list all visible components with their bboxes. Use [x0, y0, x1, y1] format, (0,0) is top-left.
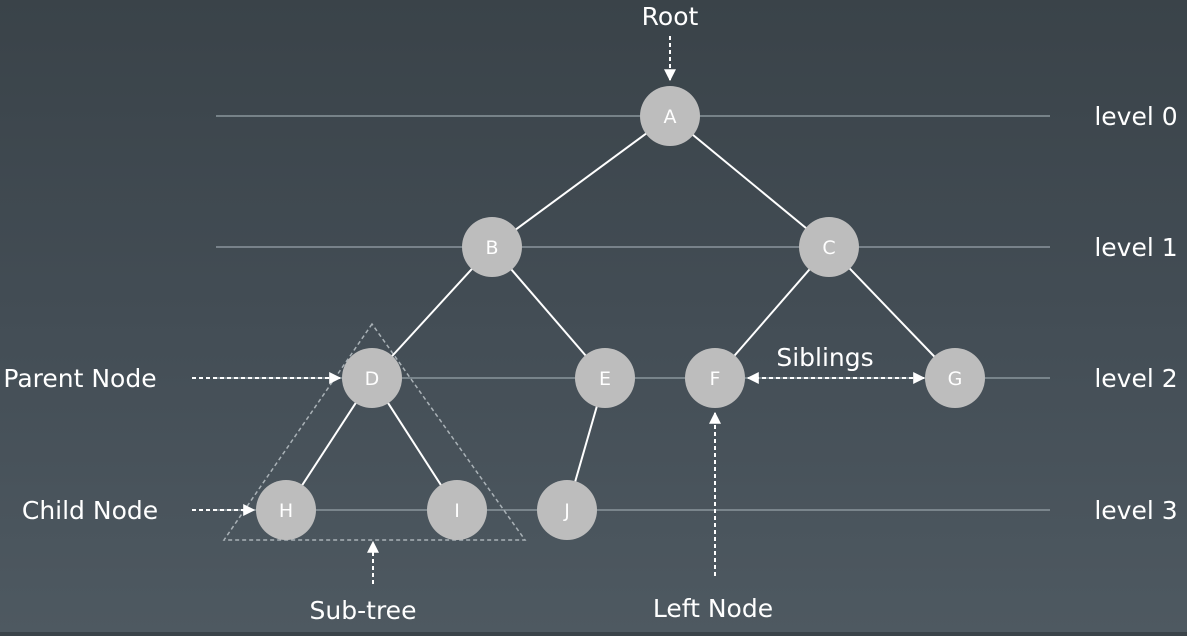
- node-C: C: [799, 217, 859, 277]
- node-F: F: [685, 348, 745, 408]
- node-label-F: F: [710, 368, 721, 390]
- edge-A-C: [669, 115, 830, 248]
- edge-A-B: [491, 115, 671, 248]
- node-circle-B: [462, 217, 522, 277]
- left-node-label: Left Node: [653, 594, 773, 623]
- node-circle-J: [537, 480, 597, 540]
- annotation-arrows: [192, 36, 926, 584]
- node-circle-G: [925, 348, 985, 408]
- tree-edges: [285, 115, 956, 511]
- node-H: H: [256, 480, 316, 540]
- level-label-2: level 2: [1094, 364, 1177, 393]
- node-circle-I: [427, 480, 487, 540]
- node-label-E: E: [599, 368, 611, 390]
- node-I: I: [427, 480, 487, 540]
- node-J: J: [537, 480, 597, 540]
- node-circle-A: [640, 86, 700, 146]
- level-label-1: level 1: [1094, 233, 1177, 262]
- node-B: B: [462, 217, 522, 277]
- child-node-label: Child Node: [22, 496, 158, 525]
- node-G: G: [925, 348, 985, 408]
- annotation-labels: Root Parent Node Child Node Siblings Sub…: [3, 2, 873, 625]
- node-circle-D: [342, 348, 402, 408]
- level-lines: [216, 115, 1050, 511]
- tree-nodes: A B C D E F G H I J: [256, 86, 985, 540]
- node-circle-F: [685, 348, 745, 408]
- sub-tree-label: Sub-tree: [310, 596, 417, 625]
- node-D: D: [342, 348, 402, 408]
- root-label: Root: [642, 2, 699, 31]
- node-label-G: G: [948, 368, 963, 390]
- subtree-outline: [222, 322, 527, 541]
- node-circle-E: [575, 348, 635, 408]
- node-label-H: H: [279, 500, 293, 522]
- node-E: E: [575, 348, 635, 408]
- parent-node-label: Parent Node: [3, 364, 156, 393]
- node-label-B: B: [485, 237, 498, 259]
- node-A: A: [640, 86, 700, 146]
- node-circle-C: [799, 217, 859, 277]
- node-circle-H: [256, 480, 316, 540]
- node-label-A: A: [664, 106, 677, 128]
- node-label-C: C: [822, 237, 835, 259]
- level-labels: level 0 level 1 level 2 level 3: [1094, 102, 1177, 525]
- edge-C-G: [828, 246, 956, 379]
- node-label-D: D: [365, 368, 380, 390]
- node-label-J: J: [563, 500, 570, 522]
- node-label-I: I: [454, 500, 460, 522]
- level-label-3: level 3: [1094, 496, 1177, 525]
- siblings-label: Siblings: [776, 343, 873, 372]
- level-label-0: level 0: [1094, 102, 1177, 131]
